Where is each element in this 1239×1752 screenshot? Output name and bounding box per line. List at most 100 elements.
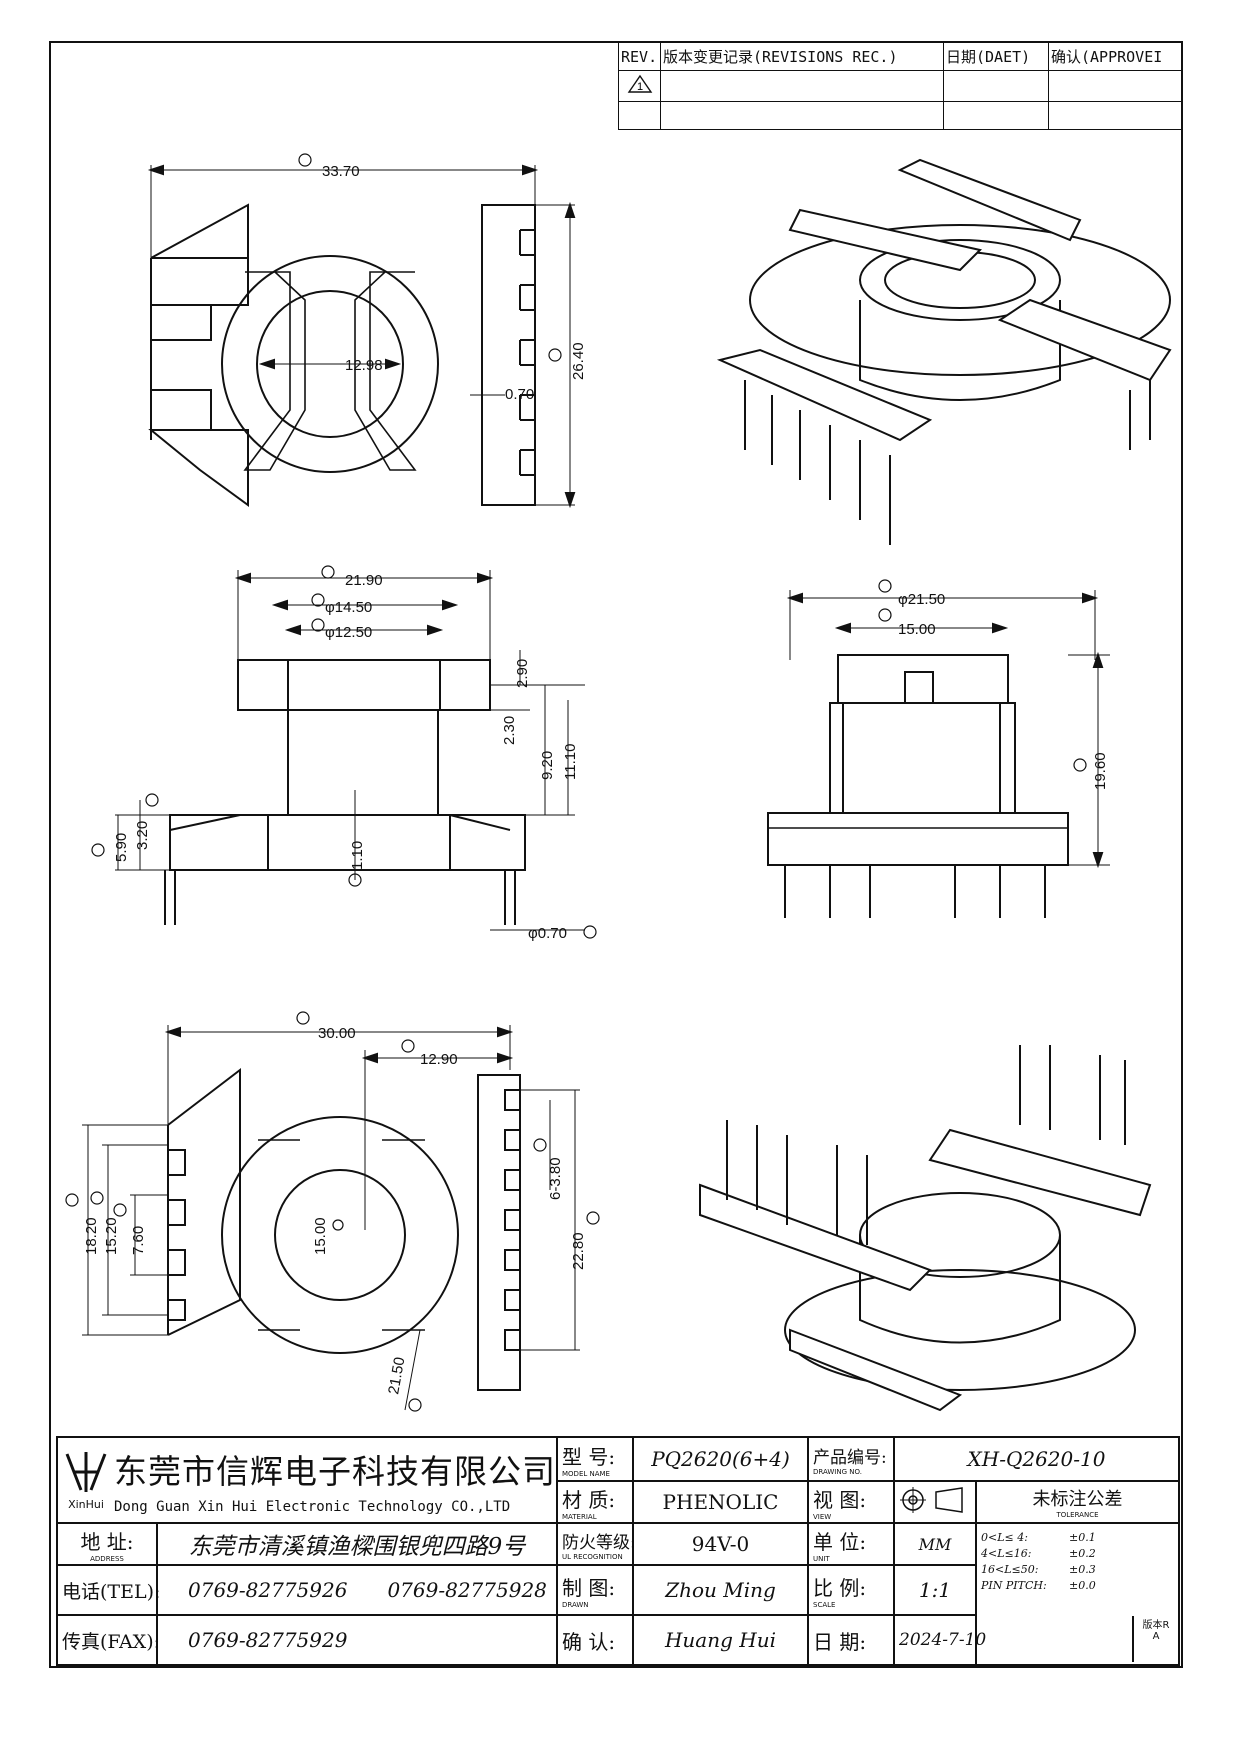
rev-mark: 1 (636, 81, 642, 93)
view-label: 视 图: (813, 1487, 867, 1512)
tolerance-label: 未标注公差 (1032, 1489, 1123, 1510)
drawn-value: Zhou Ming (632, 1564, 809, 1616)
front-view (91, 565, 597, 939)
dim-12-98: 12.98 (345, 357, 383, 374)
rev-cell-2 (943, 70, 1049, 102)
approve-header: 确认(APPROVEI (1048, 41, 1182, 72)
drawing-no-label-cell: 产品编号:DRAWING NO. (807, 1436, 895, 1482)
dim-33-70: 33.70 (322, 163, 360, 180)
fax-label: 传真(FAX): (56, 1614, 160, 1666)
drawn-label-cell: 制 图:DRAWN (556, 1564, 634, 1616)
dim-1-10: 1.10 (349, 841, 366, 870)
dim-bore-15-00: 15.00 (312, 1217, 329, 1255)
ul-label: 防火等级: (562, 1532, 636, 1553)
tol-range-2: 4<L≤16: (981, 1547, 1032, 1560)
logo-text: XinHui (68, 1497, 104, 1511)
dim-3-20: 3.20 (134, 821, 151, 850)
dim-19-60: 19.60 (1092, 752, 1109, 790)
unit-value: MM (893, 1522, 977, 1566)
dim-30-00: 30.00 (318, 1025, 356, 1042)
dim-21-90: 21.90 (345, 572, 383, 589)
date-header: 日期(DAET) (943, 41, 1049, 72)
dim-7-60: 7.60 (130, 1226, 147, 1255)
material-label: 材 质: (562, 1487, 616, 1512)
dim-26-40: 26.40 (570, 342, 587, 380)
rev-cell-4 (618, 100, 661, 131)
tol-value-1: ±0.1 (1069, 1531, 1096, 1544)
model-label: 型 号: (562, 1444, 616, 1469)
projection-symbol-cell (893, 1480, 977, 1524)
tel-values: 0769-82775926 0769-82775928 (156, 1564, 558, 1616)
drawing-no-label: 产品编号: (813, 1447, 887, 1468)
top-view (147, 153, 576, 509)
check-value: Huang Hui (632, 1614, 809, 1666)
dim-18-20: 18.20 (83, 1217, 100, 1255)
model-label-cell: 型 号:MODEL NAME (556, 1436, 634, 1482)
tolerance-row-1: 0<L≤ 4: ±0.1 (981, 1530, 1174, 1546)
tolerance-row-2: 4<L≤16: ±0.2 (981, 1546, 1174, 1562)
tolerance-table: 0<L≤ 4: ±0.1 4<L≤16: ±0.2 16<L≤50: ±0.3 PIN… (975, 1522, 1180, 1666)
dim-15-00: 15.00 (898, 621, 936, 638)
rev-cell-6 (943, 100, 1049, 131)
scale-label-cell: 比 例:SCALE (807, 1564, 895, 1616)
tol-value-3: ±0.3 (1069, 1563, 1096, 1576)
version-cell: 版本R A (1132, 1616, 1178, 1662)
address-label: 地 址: (80, 1529, 134, 1554)
company-name-en: Dong Guan Xin Hui Electronic Technology … (114, 1499, 511, 1515)
revisions-header: 版本变更记录(REVISIONS REC.) (660, 41, 944, 72)
dim-22-80: 22.80 (570, 1232, 587, 1270)
dim-9-20: 9.20 (539, 751, 556, 780)
address-value: 东莞市清溪镇渔樑围银兜四路9号 (156, 1522, 558, 1566)
scale-value: 1:1 (893, 1564, 977, 1616)
dim-12-50: φ12.50 (325, 624, 372, 641)
address-label-cell: 地 址:ADDRESS (56, 1522, 158, 1566)
rev-cell-3 (1048, 70, 1182, 102)
tolerance-row-3: 16<L≤50: ±0.3 (981, 1562, 1174, 1578)
check-label: 确 认: (556, 1614, 634, 1666)
ul-label-en: UL RECOGNITION (562, 1552, 623, 1561)
unit-label: 单 位: (813, 1529, 867, 1554)
rev-header: REV. (618, 41, 661, 72)
tol-value-4: ±0.0 (1069, 1579, 1096, 1592)
title-block: XinHui 东莞市信辉电子科技有限公司 Dong Guan Xin Hui E… (56, 1436, 1180, 1666)
logo: XinHui (58, 1450, 114, 1511)
view-label-cell: 视 图:VIEW (807, 1480, 895, 1524)
material-label-en: MATERIAL (562, 1512, 597, 1521)
fax-value: 0769-82775929 (156, 1614, 558, 1666)
model-value: PQ2620(6+4) (632, 1436, 809, 1482)
tol-range-3: 16<L≤50: (981, 1563, 1039, 1576)
dim-12-90: 12.90 (420, 1051, 458, 1068)
version-label: 版本R (1142, 1620, 1170, 1631)
dim-14-50: φ14.50 (325, 599, 372, 616)
rev-cell-5 (660, 100, 944, 131)
dim-15-20: 15.20 (103, 1217, 120, 1255)
ul-value: 94V-0 (632, 1522, 809, 1566)
drawn-label-en: DRAWN (562, 1600, 589, 1609)
tol-value-2: ±0.2 (1069, 1547, 1096, 1560)
dim-2-90: 2.90 (514, 659, 531, 688)
dim-5-90: 5.90 (113, 833, 130, 862)
drawn-label: 制 图: (562, 1575, 616, 1600)
tol-range-1: 0<L≤ 4: (981, 1531, 1028, 1544)
rev-triangle-icon: 1 (627, 74, 652, 93)
tolerance-label-en: TOLERANCE (1056, 1511, 1099, 1519)
view-label-en: VIEW (813, 1512, 832, 1521)
ul-label-cell: 防火等级:UL RECOGNITION (556, 1522, 636, 1566)
tolerance-row-4: PIN PITCH:±0.0 (981, 1578, 1174, 1594)
dim-21-50: φ21.50 (898, 591, 945, 608)
rev-cell-1 (660, 70, 944, 102)
address-label-en: ADDRESS (90, 1554, 124, 1563)
tel-1: 0769-82775926 (188, 1578, 348, 1602)
bottom-view (65, 1011, 600, 1412)
scale-label-en: SCALE (813, 1600, 836, 1609)
company-name-cn: 东莞市信辉电子科技有限公司 (114, 1452, 556, 1491)
dim-0-70: 0.70 (505, 386, 534, 403)
dim-21-50-b: 21.50 (385, 1356, 408, 1396)
unit-label-en: UNIT (813, 1554, 830, 1563)
rev-cell-7 (1048, 100, 1182, 131)
revision-block: REV. 版本变更记录(REVISIONS REC.) 日期(DAET) 确认(… (618, 41, 1182, 131)
side-view (767, 579, 1110, 918)
logo-mark-icon (65, 1451, 107, 1492)
tel-2: 0769-82775928 (387, 1578, 547, 1602)
